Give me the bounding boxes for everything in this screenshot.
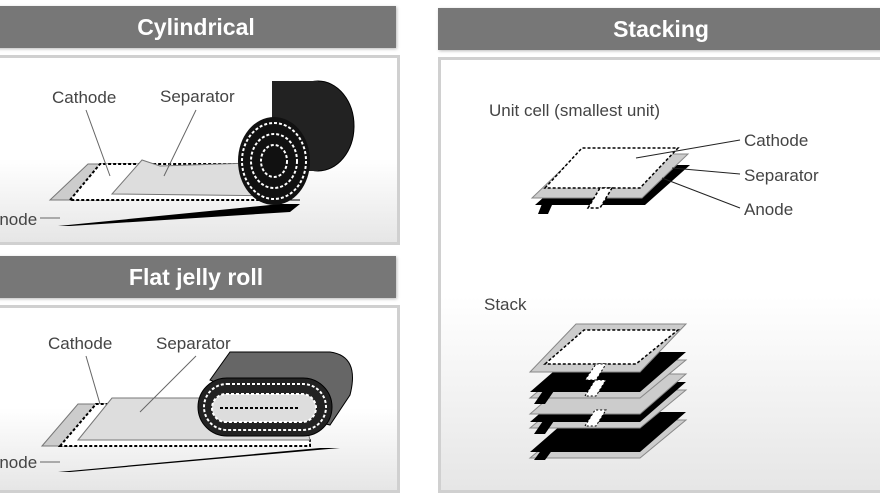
flat-title: Flat jelly roll bbox=[128, 263, 264, 290]
flat-jelly-roll-illustration bbox=[40, 351, 353, 472]
flat-anode-label: Anode bbox=[0, 453, 37, 472]
stacking-anode-label: Anode bbox=[744, 200, 793, 219]
stacking-title: Stacking bbox=[613, 15, 709, 42]
flat-separator-label: Separator bbox=[156, 334, 231, 353]
stacking-separator-label: Separator bbox=[744, 166, 819, 185]
stack-illustration bbox=[528, 323, 688, 460]
stacking-header: Stacking bbox=[438, 8, 880, 50]
stack-label: Stack bbox=[484, 295, 527, 314]
flat-header: Flat jelly roll bbox=[0, 256, 396, 298]
flat-cathode-label: Cathode bbox=[48, 334, 112, 353]
cylindrical-separator-label: Separator bbox=[160, 87, 235, 106]
unit-cell-illustration bbox=[530, 139, 741, 214]
cylindrical-title: Cylindrical bbox=[137, 13, 255, 40]
cylindrical-cathode-label: Cathode bbox=[52, 88, 116, 107]
unit-cell-label: Unit cell (smallest unit) bbox=[489, 101, 660, 120]
cylindrical-roll-illustration bbox=[40, 80, 355, 226]
stacking-cathode-label: Cathode bbox=[744, 131, 808, 150]
cylindrical-header: Cylindrical bbox=[0, 6, 396, 48]
cylindrical-anode-label: Anode bbox=[0, 210, 37, 229]
